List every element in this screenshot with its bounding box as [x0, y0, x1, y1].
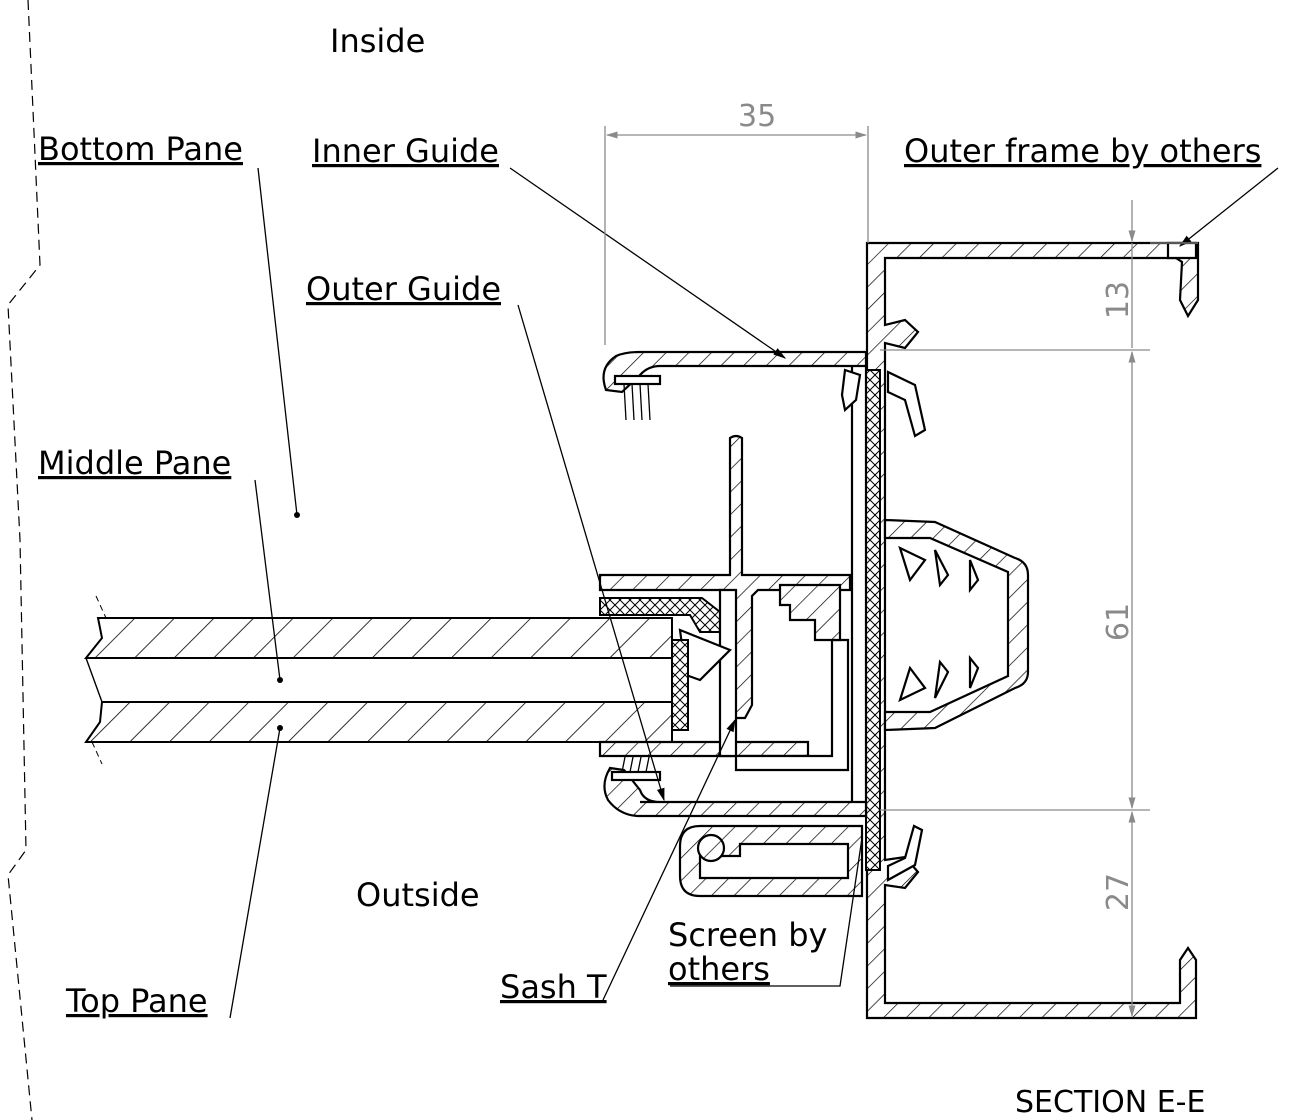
leader-top-pane	[229, 727, 281, 1019]
dim-35-label: 35	[738, 99, 776, 134]
glass-break-mark	[91, 741, 103, 765]
screen-barb	[968, 654, 980, 689]
glass-edge	[85, 657, 103, 703]
inner-guide-profile	[602, 350, 868, 394]
top-pane-callout: Top Pane	[65, 982, 208, 1020]
screen-barb	[968, 559, 980, 594]
middle-pane-dot	[277, 677, 283, 683]
screen-callout-line2: others	[668, 950, 770, 988]
section-title: SECTION E-E	[1015, 1085, 1205, 1120]
break-line	[7, 0, 41, 1120]
screen-housing	[883, 518, 1030, 732]
brush-seal-upper	[613, 374, 662, 421]
bottom-pane-dot	[294, 512, 300, 518]
guide-seal-strip	[865, 369, 881, 871]
screen-barb	[898, 665, 927, 703]
glazing-bead-top	[599, 597, 721, 633]
bottom-pane-callout: Bottom Pane	[38, 130, 243, 168]
outside-label: Outside	[356, 876, 480, 914]
glass-unit	[83, 595, 673, 765]
middle-pane-callout: Middle Pane	[38, 444, 231, 482]
outer-guide-profile	[603, 766, 868, 818]
interlock-block	[778, 583, 842, 642]
frame-keder-pocket	[1166, 241, 1198, 260]
leader-bottom-pane	[257, 167, 298, 516]
guide-wall	[850, 353, 868, 817]
dim-27-label: 27	[1101, 873, 1136, 911]
screen-roller	[696, 833, 726, 863]
dim-13-label: 13	[1101, 281, 1136, 319]
leader-inner-guide	[509, 167, 787, 359]
outer-guide-callout: Outer Guide	[306, 270, 501, 308]
clip-frame-upper	[886, 370, 927, 438]
leader-middle-pane	[254, 479, 281, 681]
sash-t-callout: Sash T	[500, 968, 607, 1006]
glass-break-mark	[95, 595, 107, 619]
screen-barb	[933, 659, 950, 699]
leader-sash-t	[602, 718, 736, 1001]
screen-callout-line1: Screen by	[668, 916, 827, 954]
dim-61-label: 61	[1101, 603, 1136, 641]
leader-screen	[670, 837, 863, 987]
top-pane-dot	[277, 725, 283, 731]
glazing-gasket	[671, 639, 689, 731]
sash-bottom-leg	[718, 588, 850, 772]
outer-frame-profile	[865, 241, 1200, 1020]
glazing-bead-bottom	[598, 740, 810, 758]
screen-barb	[898, 545, 927, 583]
dimension-vertical	[880, 200, 1198, 1018]
clip-upper	[840, 368, 862, 413]
bottom-glass-layer	[83, 617, 673, 659]
inner-guide-callout: Inner Guide	[312, 132, 499, 170]
clip-frame-lower	[886, 824, 924, 882]
outer-frame-callout: Outer frame by others	[904, 132, 1261, 170]
top-glass-layer	[84, 701, 673, 743]
leader-outer-frame	[1178, 167, 1279, 247]
dimension-35	[604, 126, 869, 345]
inside-label: Inside	[330, 22, 425, 60]
screen-barb	[933, 549, 950, 588]
leader-outer-guide	[517, 304, 665, 802]
